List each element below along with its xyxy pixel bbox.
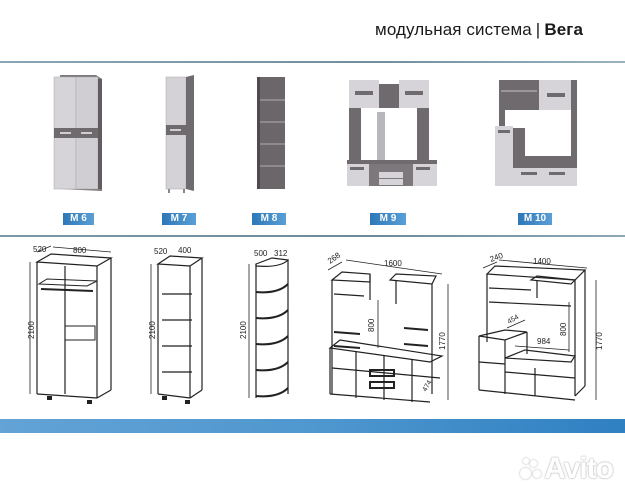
drawing-m9: 268 1600 800 1770 474 — [326, 250, 449, 403]
subtitle: модульная система — [375, 20, 532, 39]
dim-depth-m7: 520 — [154, 247, 168, 256]
dim-width-m7: 400 — [178, 246, 192, 255]
dim-inner-height-m10: 800 — [559, 322, 568, 336]
avito-watermark: Avito — [520, 452, 614, 486]
dim-width-m10: 1400 — [533, 257, 551, 266]
drawing-m7: 2100 520 400 — [148, 246, 204, 404]
module-photo-m8[interactable] — [254, 73, 290, 195]
dim-side-depth-m10: 454 — [507, 314, 521, 326]
bottom-accent-bar — [0, 419, 625, 433]
module-photo-m9[interactable] — [343, 78, 443, 190]
module-badge-m6[interactable]: M 6 — [63, 213, 94, 225]
module-badge-m7[interactable]: M 7 — [162, 213, 196, 225]
module-badge-m8[interactable]: M 8 — [252, 213, 286, 225]
dim-lower-depth-m9: 474 — [422, 379, 434, 393]
module-badge-m9[interactable]: M 9 — [370, 213, 406, 225]
dim-inner-width-m10: 984 — [537, 337, 551, 346]
dim-width-m9: 1600 — [384, 259, 402, 268]
module-photo-m6[interactable] — [52, 73, 108, 195]
dim-height-m10: 1770 — [595, 332, 604, 350]
dim-width-m6: 800 — [73, 246, 87, 255]
top-divider — [0, 61, 625, 63]
module-badge-m10[interactable]: M 10 — [518, 213, 552, 225]
watermark-text: Avito — [544, 452, 614, 485]
dim-height-m7: 2100 — [148, 321, 157, 339]
dim-width-m8: 312 — [274, 249, 288, 258]
dim-inner-height-m9: 800 — [367, 318, 376, 332]
dim-height-m6: 2100 — [27, 321, 36, 339]
module-photo-m10[interactable] — [495, 78, 585, 190]
module-photo-m7[interactable] — [165, 73, 197, 195]
drawing-m10: 240 1400 454 984 800 1770 — [478, 251, 604, 401]
dim-height-m9: 1770 — [438, 332, 447, 350]
drawing-m6: 2100 520 800 — [27, 245, 114, 404]
drawing-m8: 2100 500 312 — [239, 249, 290, 398]
title-separator: | — [535, 20, 541, 39]
brand-name: Вега — [544, 20, 583, 39]
dim-depth-m8: 500 — [254, 249, 268, 258]
dim-depth-m6: 520 — [33, 245, 47, 254]
dim-height-m8: 2100 — [239, 321, 248, 339]
middle-divider — [0, 235, 625, 237]
dim-depth-m10: 240 — [489, 251, 505, 264]
avito-logo-icon — [520, 458, 542, 480]
page-title: модульная система|Вега — [375, 20, 583, 40]
